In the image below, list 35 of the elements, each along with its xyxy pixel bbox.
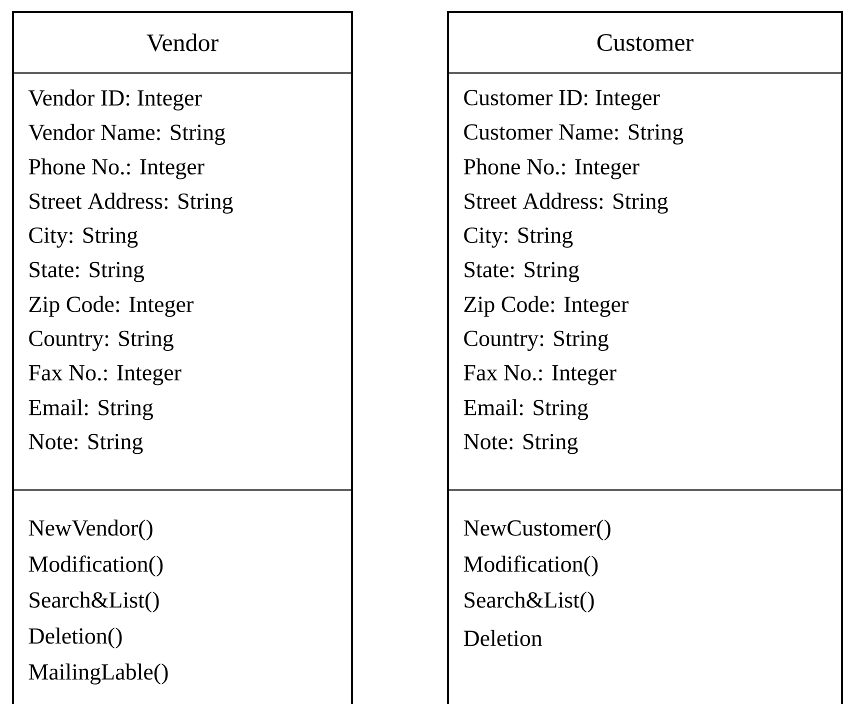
member-text: Deletion: [464, 630, 542, 646]
member-text: Zip Code: Integer: [29, 296, 194, 317]
member-text: Search&List(): [464, 592, 594, 612]
member-text: State: String: [464, 262, 580, 282]
member-text: Vendor Name: String: [28, 124, 226, 145]
member-text: Modification(): [28, 555, 163, 577]
class-compartment: [13, 72, 352, 454]
member-text: City: String: [29, 228, 138, 248]
member-text: Deletion(): [28, 628, 122, 648]
member-text: Customer Name: String: [464, 124, 684, 144]
member-text: MailingLable(): [28, 664, 168, 684]
member-text: Email: String: [464, 399, 588, 420]
member-text: Modification(): [464, 555, 598, 577]
member-text: Phone No.: Integer: [464, 158, 640, 180]
member-text: Vendor ID: Integer: [28, 90, 202, 110]
member-text: Fax No.: Integer: [28, 365, 182, 386]
member-text: Phone No.: Integer: [28, 158, 204, 180]
member-text: Customer ID: Integer: [464, 90, 660, 110]
member-text: Note: String: [28, 434, 143, 454]
member-text: Street Address: String: [30, 192, 233, 214]
member-text: City: String: [464, 228, 573, 248]
member-text: Email: String: [28, 399, 153, 420]
member-text: Country: String: [29, 330, 174, 351]
class-compartment: [13, 489, 352, 684]
member-text: State: String: [30, 262, 144, 282]
member-text: Zip Code: Integer: [464, 296, 628, 317]
member-text: Search&List(): [30, 592, 159, 612]
member-text: Street Address: String: [464, 192, 668, 214]
member-text: Country: String: [464, 330, 608, 351]
class-compartment: [448, 72, 842, 454]
member-text: NewCustomer(): [464, 520, 610, 540]
member-text: Note: String: [464, 434, 578, 454]
class-compartment: [448, 489, 842, 646]
member-text: NewVendor(): [28, 520, 152, 540]
member-text: Fax No.: Integer: [464, 365, 616, 386]
